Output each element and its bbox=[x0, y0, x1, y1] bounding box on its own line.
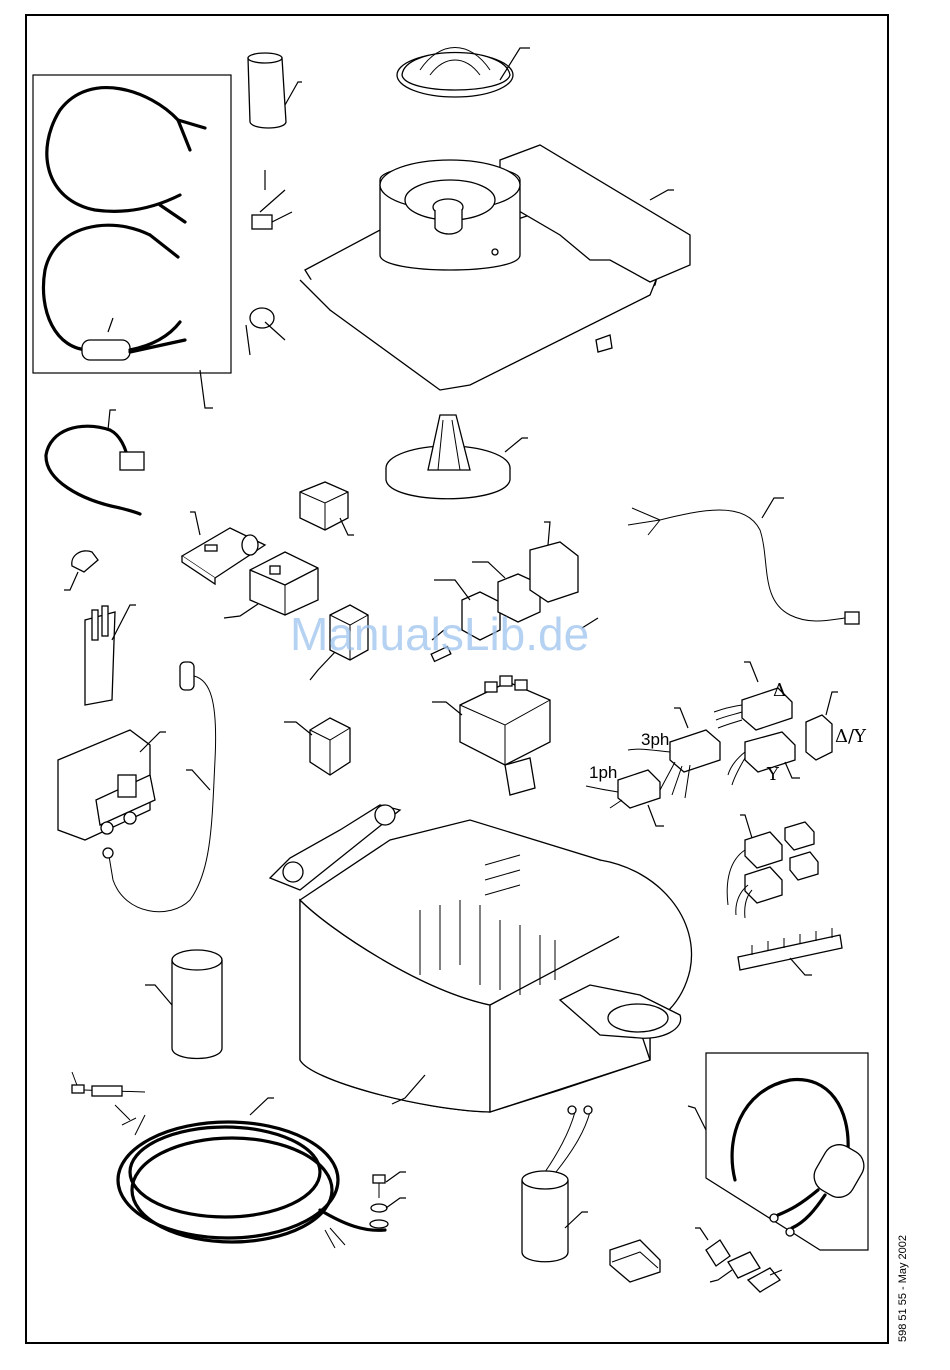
connector-delta-y bbox=[806, 692, 838, 760]
coiled-power-cable bbox=[115, 1098, 385, 1248]
connector-group-lower bbox=[727, 815, 818, 918]
base-housing bbox=[270, 805, 692, 1112]
long-wire-harness bbox=[628, 498, 859, 624]
label-delta-y: Δ/Y bbox=[835, 726, 867, 747]
screw-washer bbox=[370, 1172, 406, 1228]
fuse-lead bbox=[72, 1072, 145, 1096]
fan-impeller bbox=[386, 415, 528, 499]
label-3ph: 3ph bbox=[641, 730, 669, 749]
relay-socket bbox=[284, 718, 350, 775]
label-y: Y bbox=[766, 764, 780, 785]
document-reference: 598 51 55 - May 2002 bbox=[897, 1235, 909, 1342]
main-contactor bbox=[432, 676, 550, 795]
capacitor-large bbox=[145, 950, 222, 1059]
cable-with-plug bbox=[46, 410, 144, 514]
box-harness-bottom bbox=[688, 1053, 870, 1250]
clip-bracket bbox=[64, 551, 98, 590]
thermostat-parts bbox=[246, 170, 292, 355]
filter-cone bbox=[397, 48, 530, 98]
wiring-harness-group bbox=[33, 75, 231, 408]
label-1ph: 1ph bbox=[589, 763, 617, 782]
motor-cover bbox=[300, 145, 690, 390]
filter-relay bbox=[300, 482, 354, 535]
label-delta: Δ bbox=[773, 680, 786, 701]
ignition-transformer bbox=[58, 730, 166, 840]
terminal-strip bbox=[738, 928, 842, 975]
connector-y bbox=[728, 732, 800, 785]
hose-piece bbox=[248, 53, 302, 128]
capacitor-small bbox=[522, 1106, 592, 1262]
micro-switch bbox=[695, 1228, 782, 1292]
pressure-switch bbox=[610, 1240, 660, 1282]
watermark-text: ManualsLib.de bbox=[290, 608, 589, 660]
ignition-electrode bbox=[85, 605, 136, 705]
